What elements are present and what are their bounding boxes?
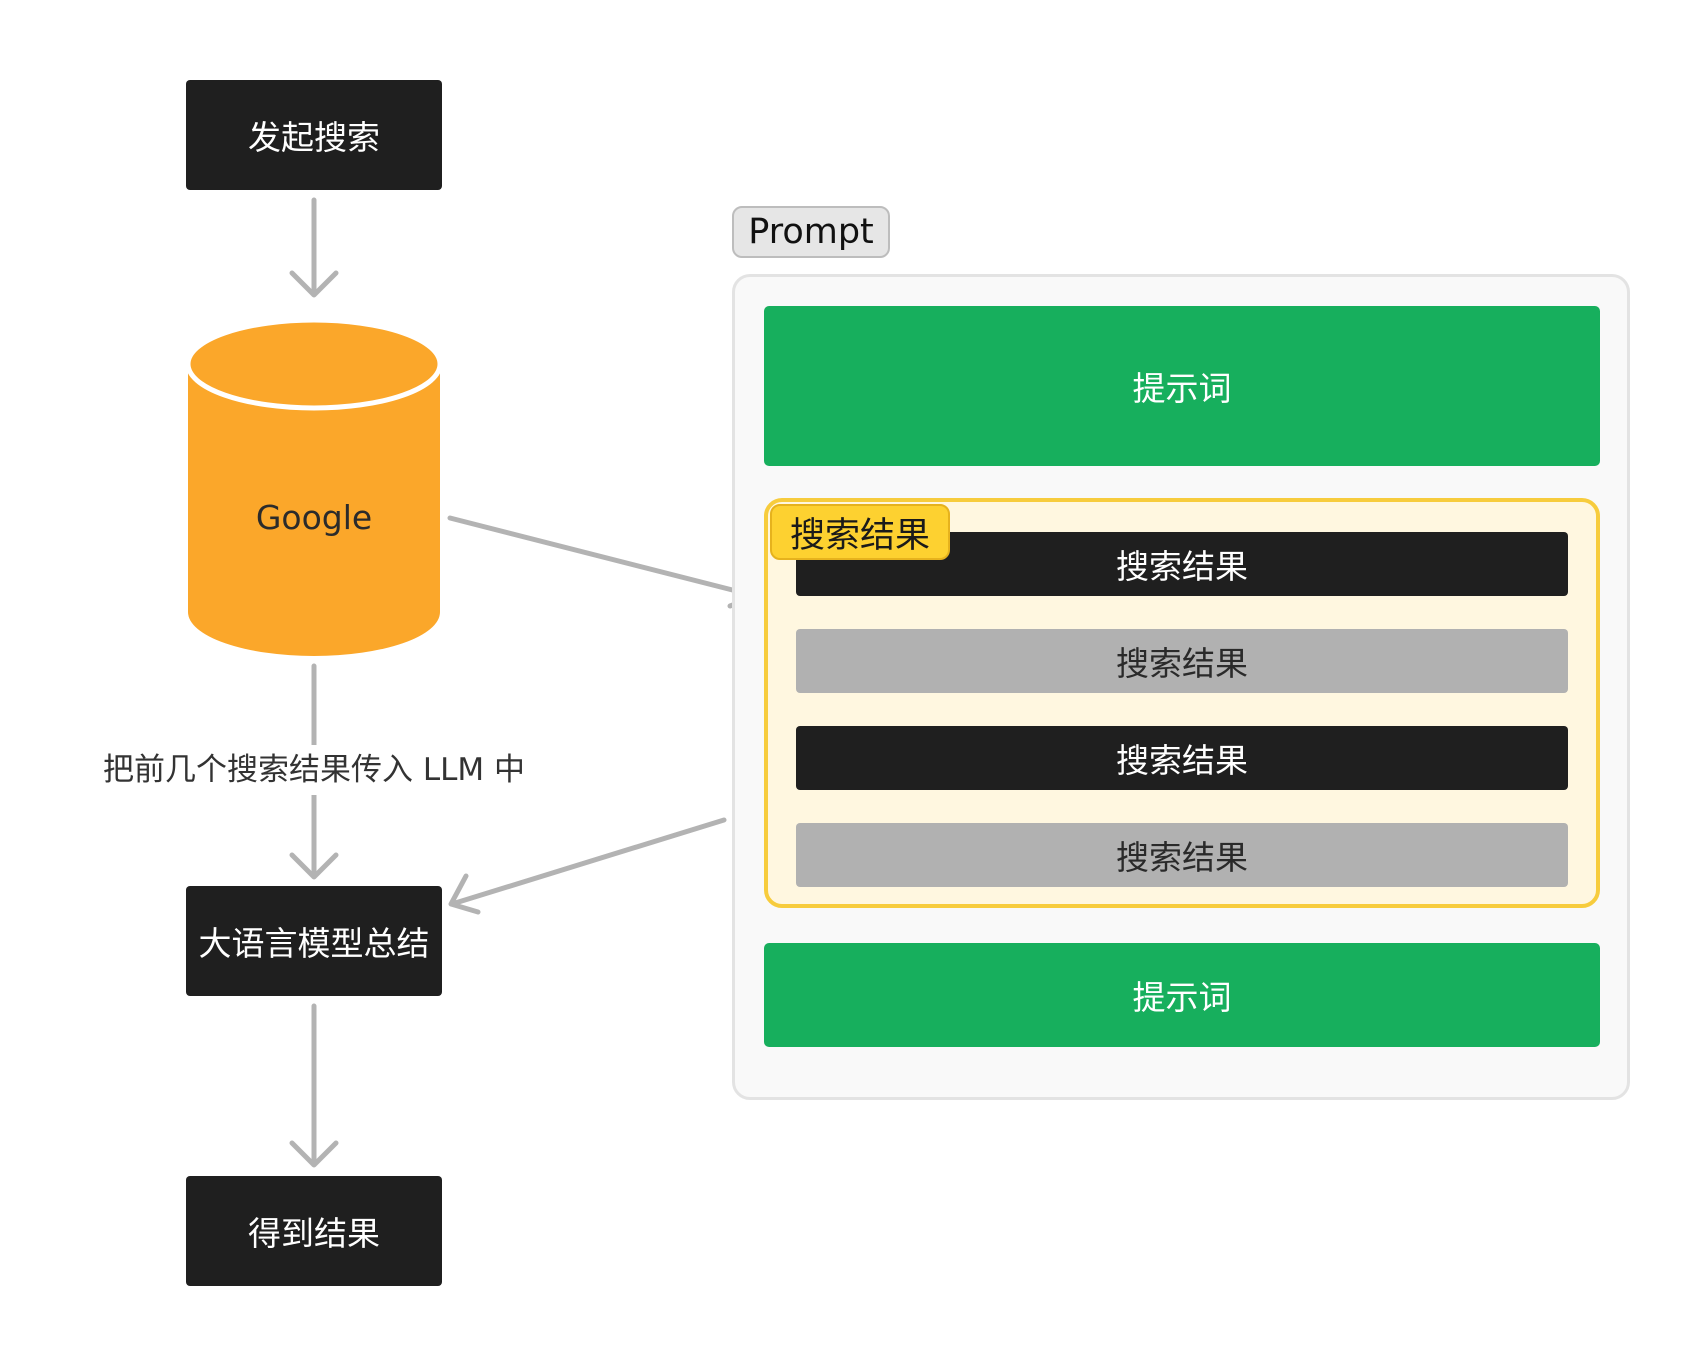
search-results-tag: 搜索结果 bbox=[770, 504, 950, 560]
llm-summary-node: 大语言模型总结 bbox=[186, 886, 442, 996]
start-search-node: 发起搜索 bbox=[186, 80, 442, 190]
search-result-row: 搜索结果 bbox=[796, 726, 1568, 790]
search-result-row: 搜索结果 bbox=[796, 629, 1568, 693]
arrow-prompt-to-summary bbox=[448, 817, 727, 915]
transfer-edge-label: 把前几个搜索结果传入 LLM 中 bbox=[60, 745, 568, 795]
database-top bbox=[185, 317, 443, 411]
arrow-google-to-results bbox=[447, 515, 760, 609]
top-prompt-block: 提示词 bbox=[764, 306, 1600, 466]
prompt-tab: Prompt bbox=[732, 206, 890, 258]
bottom-prompt-block: 提示词 bbox=[764, 943, 1600, 1047]
arrow-start-to-google bbox=[289, 197, 339, 298]
final-result-node: 得到结果 bbox=[186, 1176, 442, 1286]
arrow-summary-to-result bbox=[289, 1003, 339, 1168]
google-database-icon bbox=[185, 317, 443, 656]
database-label: Google bbox=[255, 498, 373, 537]
search-result-row: 搜索结果 bbox=[796, 823, 1568, 887]
